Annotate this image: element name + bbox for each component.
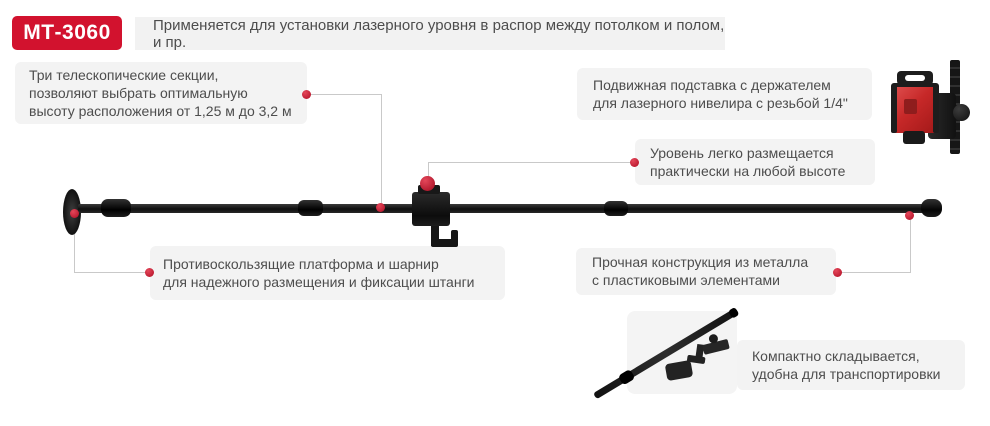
pole-holder-knob — [420, 176, 435, 191]
header-strip: Применяется для установки лазерного уров… — [135, 16, 725, 51]
connector-line-platform-v — [74, 214, 75, 273]
connector-line-platform-h — [74, 272, 148, 273]
pole-holder-hook-horizontal — [431, 239, 458, 247]
callout-movable-holder: Подвижная подставка с держателем для лаз… — [577, 68, 872, 120]
pointer-dot-sections-box — [302, 90, 311, 99]
model-badge: МТ-3060 — [12, 16, 122, 50]
laser-level-base — [903, 131, 925, 144]
connector-line-sections-v — [381, 94, 382, 208]
pole-holder-bracket — [412, 192, 450, 226]
pole-collar-1 — [101, 199, 131, 217]
laser-level-handle-slot — [905, 75, 925, 81]
pole-tube — [78, 204, 940, 213]
pole-end-cap — [921, 199, 942, 217]
pointer-dot-construction-pole — [905, 211, 914, 220]
callout-telescopic-sections: Три телескопические секции, позволяют вы… — [15, 62, 307, 124]
connector-line-construction-v — [910, 217, 911, 273]
pole-collar-2 — [298, 200, 323, 216]
laser-level-strap-left — [891, 85, 897, 133]
folded-rod-tip — [727, 306, 740, 319]
pole-holder-hook-lip — [451, 230, 458, 242]
pointer-dot-sections-pole — [376, 203, 385, 212]
mount-knob — [953, 104, 970, 121]
pointer-dot-construction-box — [833, 268, 842, 277]
laser-level-window — [904, 99, 917, 114]
callout-metal-construction: Прочная конструкция из металла с пластик… — [576, 248, 836, 295]
connector-line-construction-h — [838, 272, 911, 273]
connector-line-sections-h — [307, 94, 382, 95]
pointer-dot-level-box — [630, 158, 639, 167]
pointer-dot-platform-pole — [70, 209, 79, 218]
callout-antislip-platform: Противоскользящие платформа и шарнир для… — [150, 246, 505, 300]
pole-collar-3 — [604, 201, 628, 216]
connector-line-level-h — [428, 162, 635, 163]
laser-level-strap-right — [933, 85, 939, 133]
pole-holder-hook-vertical — [431, 226, 439, 246]
callout-any-height: Уровень легко размещается практически на… — [635, 139, 875, 185]
connector-line-level-v — [428, 162, 429, 178]
callout-compact-fold: Компактно складывается, удобна для транс… — [737, 340, 965, 390]
pointer-dot-platform-box — [145, 268, 154, 277]
header-text: Применяется для установки лазерного уров… — [153, 16, 725, 51]
